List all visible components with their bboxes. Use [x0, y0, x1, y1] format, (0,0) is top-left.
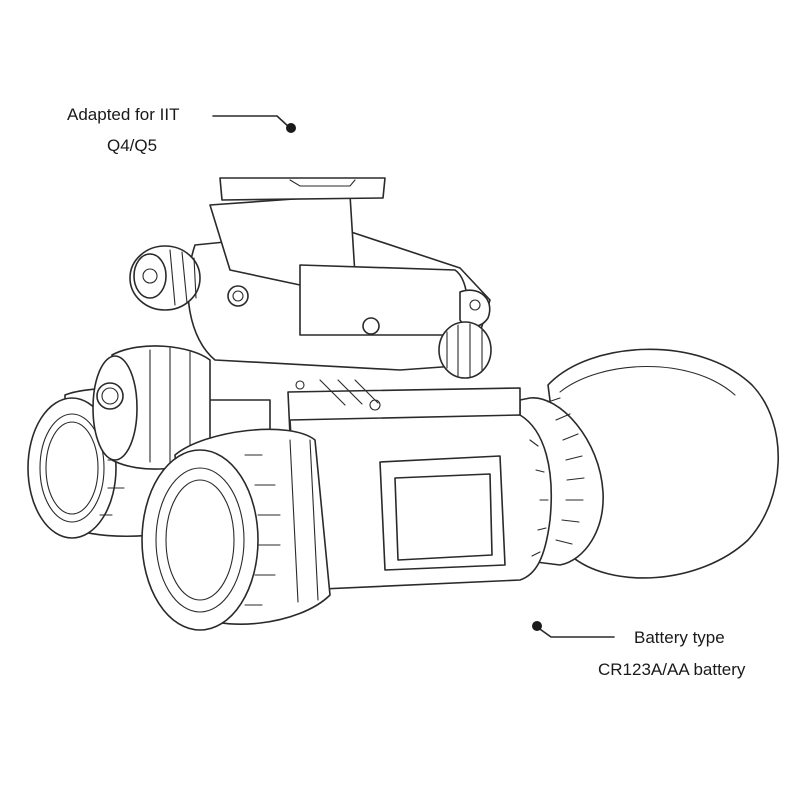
callout-battery-title: Battery type — [634, 628, 725, 647]
callout-battery-value: CR123A/AA battery — [598, 660, 746, 679]
callout-iit-value: Q4/Q5 — [107, 136, 158, 155]
adjust-knob — [438, 321, 492, 379]
left-eyepiece — [92, 345, 211, 470]
bridge-mount — [187, 177, 491, 371]
tilt-knob — [129, 245, 201, 311]
callout-leader-bottom — [532, 621, 615, 638]
callout-leader-top — [212, 115, 296, 133]
callout-iit-title: Adapted for IIT — [67, 105, 180, 124]
right-objective — [141, 428, 331, 631]
eyecup — [547, 348, 779, 579]
right-tube — [289, 414, 553, 591]
